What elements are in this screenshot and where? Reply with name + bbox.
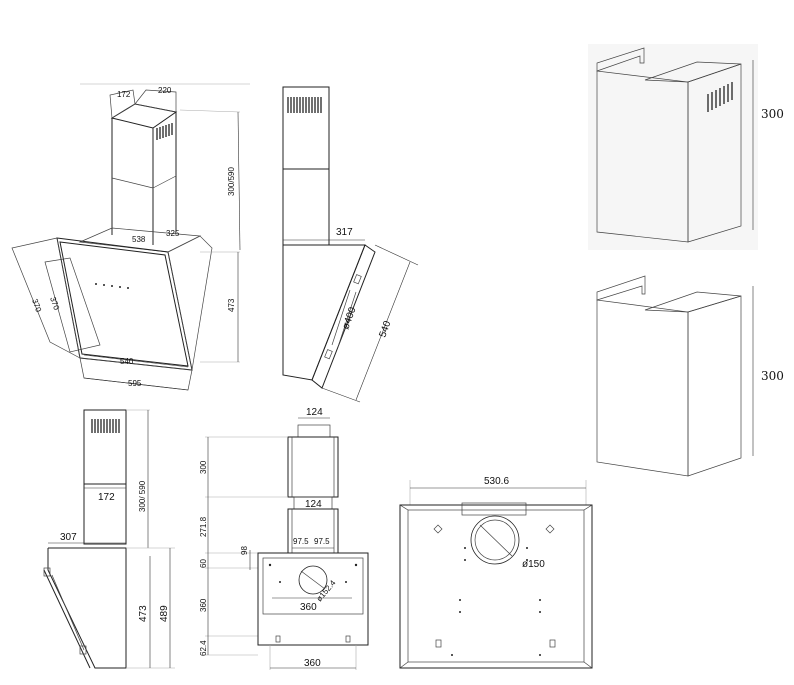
iso-base-width: 595: [128, 379, 142, 388]
iso-view: 300/590 172 220 538 325 370 370: [11, 83, 250, 391]
iso-base-top-depth: 325: [166, 229, 180, 238]
iso-controls: [95, 283, 129, 289]
iso-vent: [156, 123, 173, 140]
front-half-right: 97.5: [314, 537, 330, 546]
upper-vent: [707, 82, 733, 112]
iso-body-height: 473: [227, 298, 236, 312]
front-base-width: 360: [304, 658, 321, 669]
iso-side-depth: 370: [48, 296, 61, 312]
side-top-overhang: 317: [336, 227, 353, 238]
side-bottom-chimney-height: 300/ 590: [138, 480, 147, 512]
chimney-part-lower: 300: [596, 275, 784, 477]
chimney-part-upper: 300: [588, 44, 784, 250]
front-h1: 300: [199, 460, 208, 474]
side-bottom-chimney-depth: 172: [98, 492, 115, 503]
side-view-bottom: 172 300/ 590 307 473 489: [43, 409, 175, 669]
front-view: 124 124 300 271.8 60 360 62.4 97.5 97.5 …: [199, 407, 369, 670]
side-bottom-total-height: 489: [159, 605, 170, 622]
top-view: 530.6 ø150: [399, 476, 593, 669]
iso-base-top-width: 538: [132, 235, 146, 244]
side-bottom-overhang: 307: [60, 532, 77, 543]
side-top-glass-len: 540: [377, 319, 393, 339]
front-offset: 98: [240, 546, 249, 555]
lower-height: 300: [761, 369, 784, 383]
front-chimney-inner: 124: [305, 499, 322, 510]
top-duct: ø150: [522, 559, 545, 570]
iso-chimney-height: 300/590: [227, 167, 236, 196]
front-half-left: 97.5: [293, 537, 309, 546]
upper-height: 300: [761, 107, 784, 121]
front-h5: 62.4: [199, 640, 208, 656]
top-width: 530.6: [484, 476, 509, 487]
iso-chimney-width: 220: [158, 86, 172, 95]
front-h2: 271.8: [199, 516, 208, 537]
side-bottom-vent: [91, 419, 120, 433]
side-top-duct: ø400: [340, 305, 358, 331]
side-bottom-body-height: 473: [138, 605, 149, 622]
iso-chimney-depth: 172: [117, 90, 131, 99]
side-top-vent: [287, 97, 322, 113]
side-view-top: 317 ø400 540: [282, 86, 419, 403]
front-h4: 360: [199, 598, 208, 612]
front-inner-width: 360: [300, 602, 317, 613]
front-h3: 60: [199, 559, 208, 568]
iso-side-width: 370: [30, 298, 43, 314]
front-chimney-width: 124: [306, 407, 323, 418]
iso-front-width: 540: [120, 357, 134, 366]
